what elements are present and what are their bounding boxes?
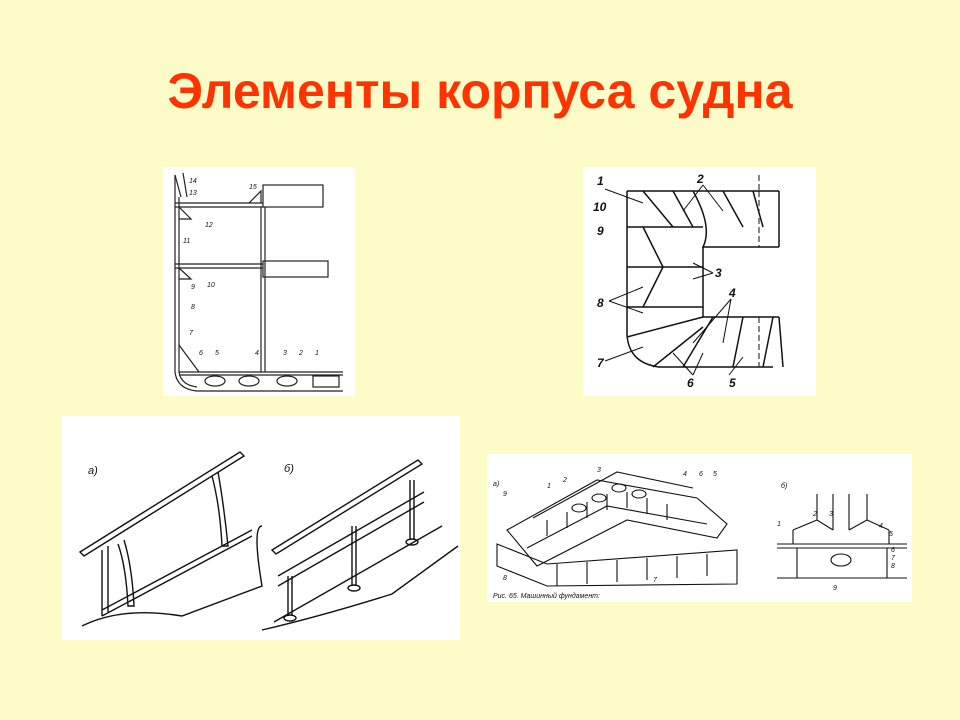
double-bottom-number-6: 6	[687, 376, 694, 390]
foundation-b-number-4: 4	[879, 523, 883, 530]
frame-number-15: 15	[249, 184, 257, 191]
frame-number-11: 11	[183, 238, 190, 245]
foundation-a-number-3: 3	[597, 467, 601, 474]
foundation-b-number-9: 9	[833, 585, 837, 592]
foundation-b-number-7: 7	[891, 555, 896, 562]
railing-label-b: б)	[284, 463, 294, 475]
slide-title: Элементы корпуса судна	[167, 63, 793, 119]
foundation-b-number-5: 5	[889, 531, 893, 538]
foundation-b-number-1: 1	[777, 521, 781, 528]
foundation-a-number-6: 6	[699, 471, 703, 478]
frame-number-5: 5	[215, 350, 219, 357]
frame-number-4: 4	[255, 350, 259, 357]
frame-number-6: 6	[199, 350, 203, 357]
bulwark-railing-drawing: а) б)	[78, 451, 459, 631]
frame-number-2: 2	[298, 350, 303, 357]
engine-foundation-drawing: а) б) 3 2 1 9 4 6 5 8 7 1 2 3 4 5 6 7 8 …	[493, 467, 907, 600]
double-bottom-number-8: 8	[597, 296, 604, 310]
foundation-label-a: а)	[493, 481, 499, 488]
frame-number-8: 8	[191, 304, 195, 311]
foundation-caption: Рис. 65. Машинный фундамент:	[493, 592, 600, 600]
frame-section-drawing: 14 13 15 12 11 10 9 8 7 6 5 4 3 2 1	[174, 172, 343, 392]
double-bottom-number-2: 2	[696, 172, 704, 186]
foundation-a-number-4: 4	[683, 471, 687, 478]
double-bottom-number-9: 9	[597, 224, 604, 238]
engine-foundation-figure: а) б) 3 2 1 9 4 6 5 8 7 1 2 3 4 5 6 7 8 …	[487, 454, 912, 602]
foundation-b-number-3: 3	[829, 511, 833, 518]
foundation-a-number-2: 2	[562, 477, 567, 484]
frame-number-13: 13	[189, 190, 197, 197]
double-bottom-drawing: 1 2 10 9 3 8 4 7 6 5	[593, 172, 784, 390]
foundation-b-number-2: 2	[812, 511, 817, 518]
double-bottom-number-5: 5	[729, 376, 736, 390]
bulwark-label-a: а)	[88, 465, 98, 477]
foundation-a-number-5: 5	[713, 471, 717, 478]
frame-section-figure: 14 13 15 12 11 10 9 8 7 6 5 4 3 2 1	[163, 167, 355, 396]
frame-number-10: 10	[207, 282, 215, 289]
frame-number-7: 7	[189, 330, 194, 337]
double-bottom-number-1: 1	[597, 174, 604, 188]
frame-number-3: 3	[283, 350, 287, 357]
frame-number-1: 1	[315, 350, 319, 357]
double-bottom-number-7: 7	[597, 356, 605, 370]
foundation-a-number-7: 7	[653, 577, 658, 584]
foundation-b-number-6: 6	[891, 547, 895, 554]
double-bottom-number-4: 4	[728, 286, 736, 300]
foundation-a-number-9: 9	[503, 491, 507, 498]
foundation-label-b: б)	[781, 482, 787, 490]
double-bottom-figure: 1 2 10 9 3 8 4 7 6 5	[583, 167, 816, 396]
foundation-a-number-1: 1	[547, 483, 551, 490]
foundation-b-number-8: 8	[891, 563, 895, 570]
double-bottom-number-3: 3	[715, 266, 722, 280]
double-bottom-number-10: 10	[593, 200, 607, 214]
frame-number-12: 12	[205, 222, 213, 229]
frame-number-14: 14	[189, 178, 197, 185]
bulwark-railing-figure: а) б)	[62, 416, 460, 640]
foundation-a-number-8: 8	[503, 575, 507, 582]
frame-number-9a: 9	[191, 284, 195, 291]
